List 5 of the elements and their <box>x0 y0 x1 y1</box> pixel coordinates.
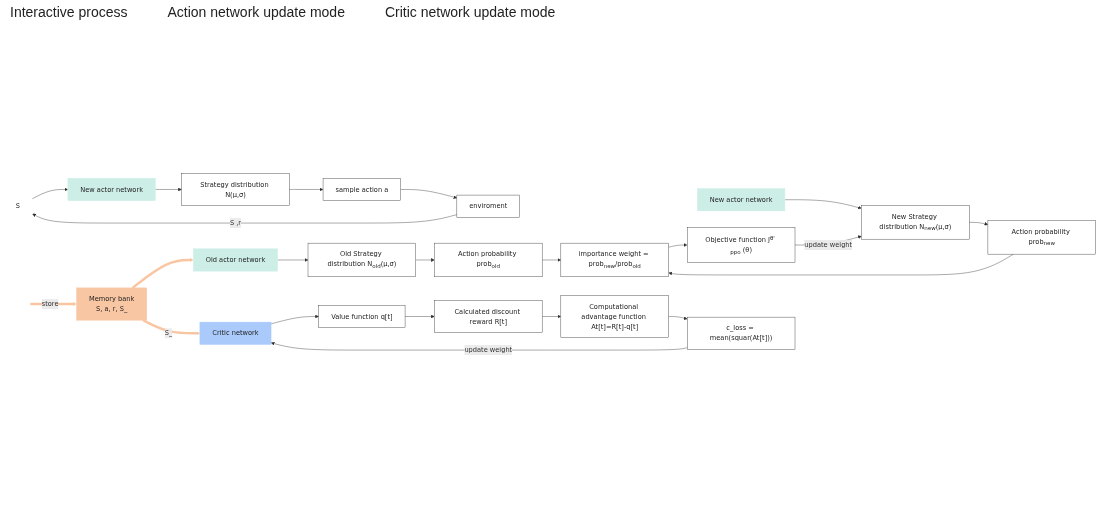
note-text: Critic network update mode <box>384 4 556 20</box>
arrow <box>131 257 194 289</box>
note-text: Interactive process <box>10 4 128 20</box>
note-text: Action network update mode <box>167 4 345 20</box>
arrow <box>142 318 201 335</box>
